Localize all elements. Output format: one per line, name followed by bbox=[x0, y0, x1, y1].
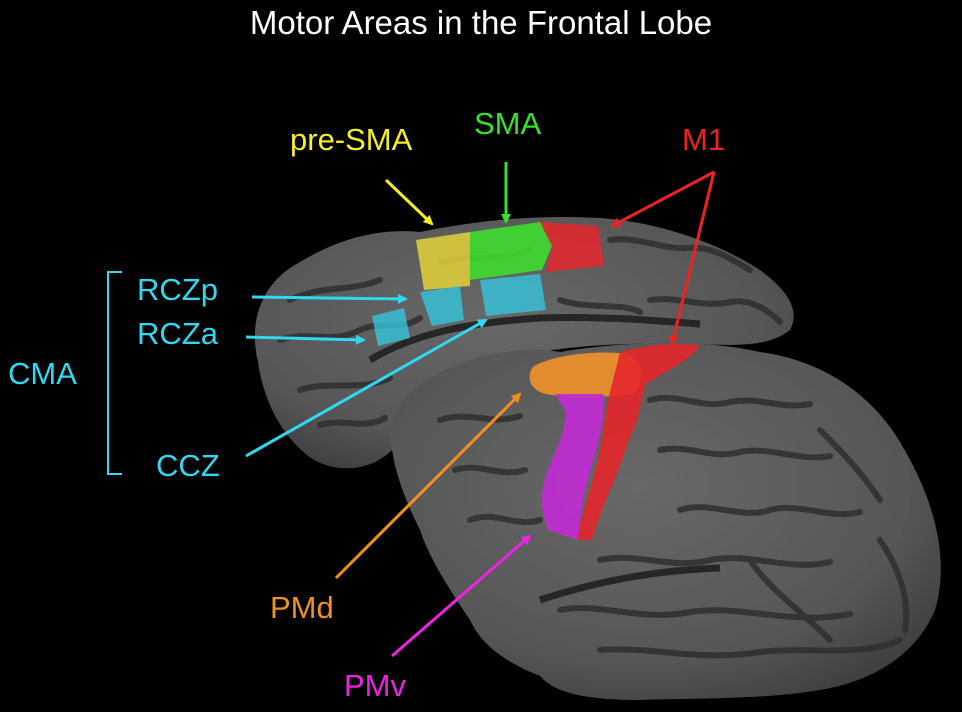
medial-brain-surface bbox=[254, 216, 794, 469]
pre-sma-region bbox=[416, 232, 470, 290]
m1-medial-region bbox=[540, 222, 604, 272]
ccz-label: CCZ bbox=[156, 448, 220, 483]
pmd-arrow bbox=[334, 392, 522, 580]
cingulate-sulcus bbox=[368, 313, 701, 364]
m1-arrow-upper bbox=[610, 170, 715, 228]
rcza-arrow bbox=[245, 334, 366, 345]
m1-lateral-region bbox=[576, 344, 700, 540]
sma-region bbox=[470, 222, 552, 280]
pmv-arrow bbox=[391, 534, 532, 658]
pmv-region bbox=[542, 394, 605, 540]
cma-bracket bbox=[107, 271, 122, 475]
pre-sma-arrow bbox=[384, 178, 434, 226]
rczp-region-mid bbox=[420, 286, 464, 326]
rczp-label: RCZp bbox=[137, 272, 218, 307]
pre-sma-label: pre-SMA bbox=[290, 122, 413, 157]
sulci-lines bbox=[277, 236, 910, 659]
ccz-arrow bbox=[245, 318, 488, 458]
rcza-label: RCZa bbox=[137, 316, 218, 351]
sma-label: SMA bbox=[474, 106, 542, 141]
rczp-arrow bbox=[251, 293, 408, 304]
m1-label: M1 bbox=[682, 122, 726, 157]
pmv-label: PMv bbox=[344, 668, 406, 703]
diagram-title: Motor Areas in the Frontal Lobe bbox=[249, 4, 713, 41]
rczp-region-anterior bbox=[372, 308, 410, 346]
m1-arrow-lower bbox=[669, 171, 716, 346]
cma-label: CMA bbox=[8, 356, 77, 391]
rcza-region bbox=[480, 274, 546, 316]
pmd-label: PMd bbox=[270, 590, 334, 625]
sylvian-fissure bbox=[538, 564, 721, 604]
lateral-brain-surface bbox=[390, 342, 941, 700]
